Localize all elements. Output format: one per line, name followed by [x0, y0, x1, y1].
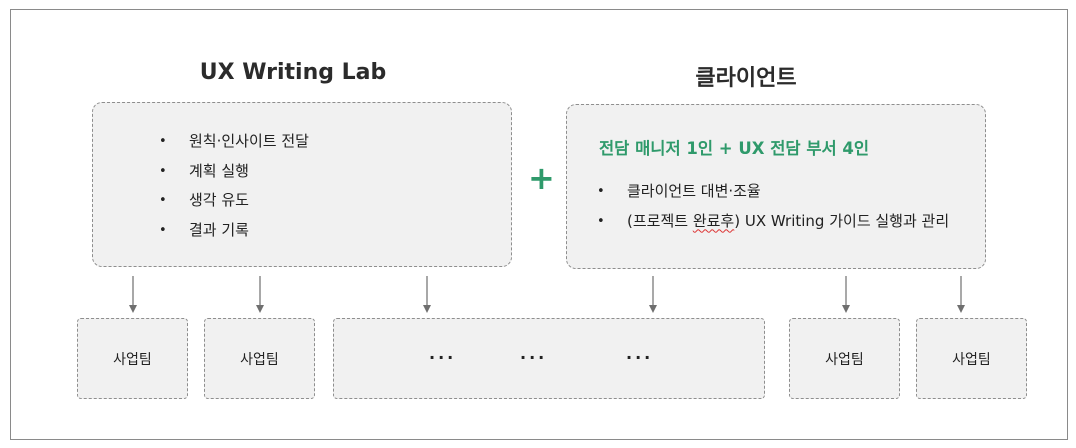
client-role-item: (프로젝트 완료후) UX Writing 가이드 실행과 관리: [597, 207, 949, 237]
ellipsis: ···: [520, 348, 548, 367]
diagram-frame: [10, 9, 1068, 440]
client-title: 클라이언트: [695, 66, 797, 91]
business-team-box: 사업팀: [77, 318, 188, 399]
client-box: 전담 매니저 1인 + UX 전담 부서 4인 클라이언트 대변·조율 (프로젝…: [566, 104, 986, 269]
business-team-box: 사업팀: [916, 318, 1027, 399]
lab-role-item: 생각 유도: [159, 186, 309, 216]
business-team-box: 사업팀: [204, 318, 315, 399]
client-role-list: 클라이언트 대변·조율 (프로젝트 완료후) UX Writing 가이드 실행…: [597, 177, 949, 236]
business-team-label: 사업팀: [113, 351, 152, 368]
business-team-label: 사업팀: [825, 351, 864, 368]
business-team-label: 사업팀: [240, 351, 279, 368]
lab-role-item: 원칙·인사이트 전달: [159, 127, 309, 157]
ux-writing-lab-title: UX Writing Lab: [199, 60, 387, 85]
client-role-item: 클라이언트 대변·조율: [597, 177, 949, 207]
client-role-item-suffix: ) UX Writing 가이드 실행과 관리: [734, 211, 950, 230]
client-staffing-line: 전담 매니저 1인 + UX 전담 부서 4인: [599, 139, 870, 158]
lab-role-item: 계획 실행: [159, 157, 309, 187]
client-role-item-prefix: (프로젝트: [627, 211, 693, 230]
ellipsis: ···: [626, 348, 654, 367]
ux-writing-lab-box: 원칙·인사이트 전달 계획 실행 생각 유도 결과 기록: [92, 102, 512, 267]
lab-role-item: 결과 기록: [159, 216, 309, 246]
lab-role-list: 원칙·인사이트 전달 계획 실행 생각 유도 결과 기록: [159, 127, 309, 245]
plus-icon: +: [528, 159, 555, 197]
business-team-label: 사업팀: [952, 351, 991, 368]
ellipsis: ···: [429, 348, 457, 367]
spellcheck-underlined-word: 완료후: [692, 211, 735, 230]
other-teams-box: [333, 318, 765, 399]
business-team-box: 사업팀: [789, 318, 900, 399]
